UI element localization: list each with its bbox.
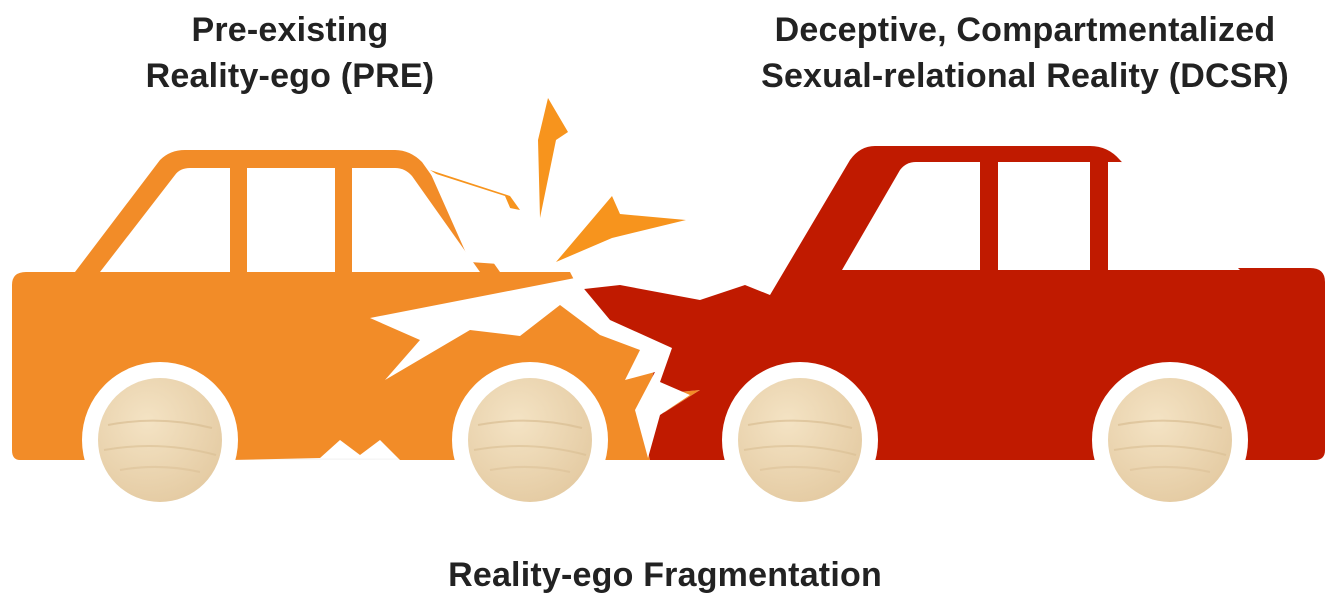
pre-label: Pre-existing Reality-ego (PRE)	[120, 8, 460, 100]
right-car-window-middle	[998, 162, 1090, 270]
wheel-left-rear	[98, 378, 222, 502]
collision-illustration	[12, 98, 1325, 502]
left-car-window-rear	[100, 168, 230, 272]
dcsr-label-line2: Sexual-relational Reality (DCSR)	[761, 56, 1289, 95]
shard-top	[538, 98, 568, 218]
dcsr-label-line1: Deceptive, Compartmentalized	[774, 11, 1276, 49]
left-car-window-front	[352, 168, 480, 272]
crash-seam	[370, 278, 690, 458]
right-car-window-front	[1108, 162, 1240, 270]
shard-right	[556, 196, 686, 262]
pre-label-line2: Reality-ego (PRE)	[145, 56, 435, 95]
wheel-right-rear	[1108, 378, 1232, 502]
wooden-wheel-icon	[98, 378, 1232, 502]
wheel-left-front	[468, 378, 592, 502]
right-car-window-rear	[842, 162, 980, 270]
pre-label-line1: Pre-existing	[191, 11, 389, 49]
wheel-right-front	[738, 378, 862, 502]
left-car-window-middle	[247, 168, 335, 272]
dcsr-label: Deceptive, Compartmentalized Sexual-rela…	[725, 8, 1325, 100]
crash-burst-icon	[430, 98, 686, 268]
fragmentation-label: Reality-ego Fragmentation	[448, 556, 882, 594]
shard-gap	[430, 172, 556, 268]
